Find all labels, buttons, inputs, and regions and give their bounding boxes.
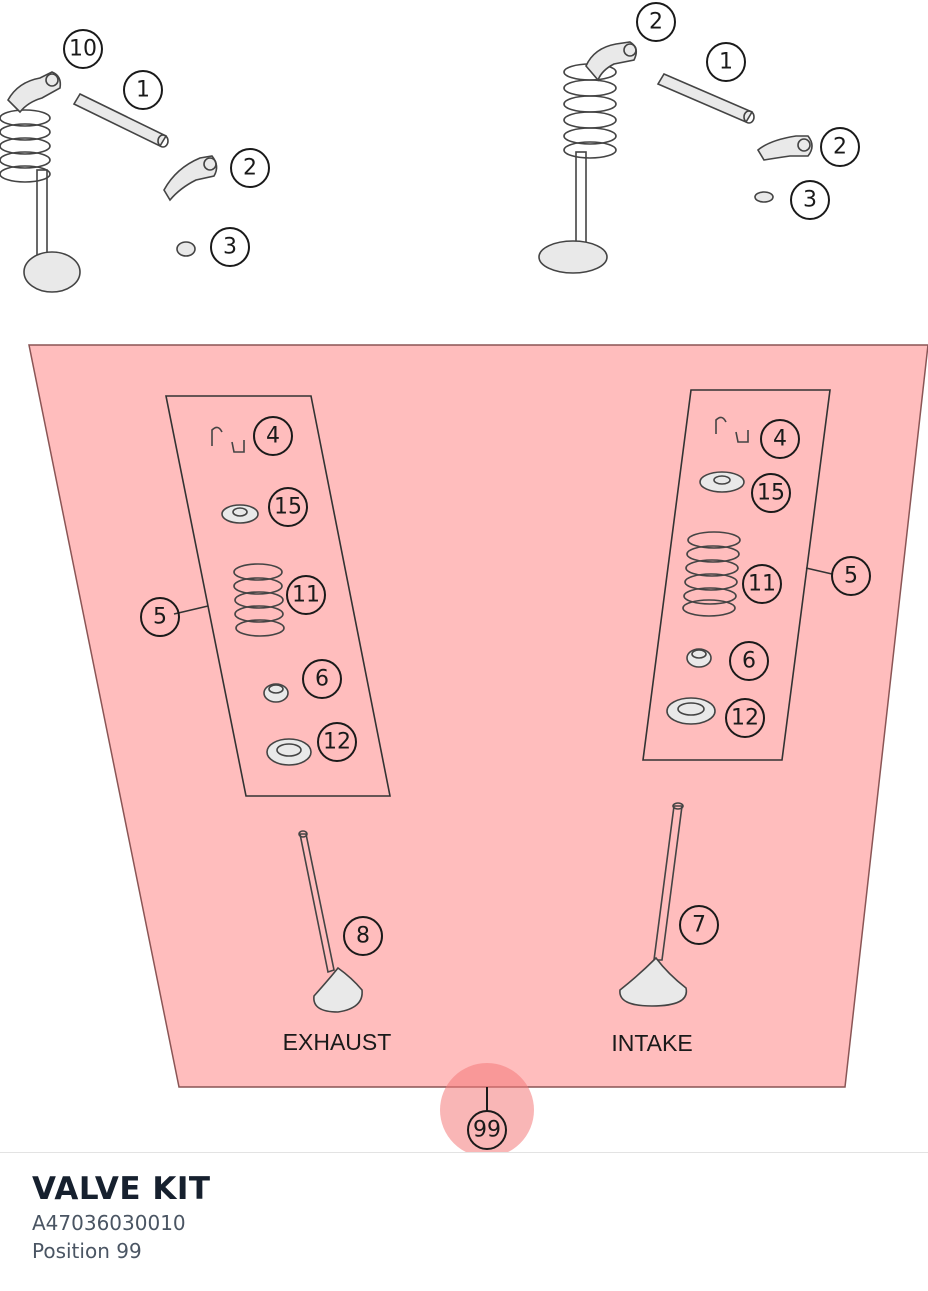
- part-number: A47036030010: [32, 1211, 186, 1235]
- svg-text:5: 5: [844, 564, 858, 589]
- svg-text:8: 8: [356, 924, 370, 949]
- callout-15[interactable]: 15: [751, 473, 791, 513]
- callout-2-top[interactable]: 2: [636, 2, 676, 42]
- parts-diagram: 10 1 2 3 2 1 2 3: [0, 2, 928, 1152]
- valve-kit-highlight[interactable]: [28, 344, 928, 1088]
- svg-text:2: 2: [833, 135, 847, 160]
- svg-text:2: 2: [649, 10, 663, 35]
- svg-text:12: 12: [323, 730, 351, 755]
- svg-text:4: 4: [773, 427, 787, 452]
- callout-1[interactable]: 1: [123, 70, 163, 110]
- callout-2[interactable]: 2: [820, 127, 860, 167]
- callout-8[interactable]: 8: [343, 916, 383, 956]
- callout-3[interactable]: 3: [790, 180, 830, 220]
- exhaust-valve: 8 EXHAUST: [283, 830, 392, 1055]
- callout-11[interactable]: 11: [286, 575, 326, 615]
- callout-10[interactable]: 10: [63, 29, 103, 69]
- position-label: Position 99: [32, 1239, 142, 1263]
- svg-text:3: 3: [803, 188, 817, 213]
- callout-5[interactable]: 5: [831, 556, 871, 596]
- selected-hotspot[interactable]: 99: [440, 1063, 534, 1152]
- part-info-panel: VALVE KIT A47036030010 Position 99: [0, 1152, 928, 1291]
- intake-valve: 7 INTAKE: [611, 802, 719, 1056]
- svg-text:11: 11: [292, 583, 320, 608]
- svg-text:99: 99: [473, 1118, 501, 1143]
- callout-7[interactable]: 7: [679, 905, 719, 945]
- top-right-assembly: 2 1 2 3: [538, 2, 860, 274]
- svg-text:1: 1: [136, 78, 150, 103]
- intake-kit-panel: 4 15 11 5 6 12: [642, 389, 871, 761]
- svg-text:15: 15: [757, 481, 785, 506]
- exhaust-kit-panel: 4 15 11 5 6 12: [140, 395, 391, 797]
- part-title: VALVE KIT: [32, 1171, 211, 1207]
- intake-label: INTAKE: [611, 1030, 692, 1056]
- svg-text:10: 10: [69, 37, 97, 62]
- top-left-assembly: 10 1 2 3: [0, 29, 270, 293]
- callout-12[interactable]: 12: [725, 698, 765, 738]
- svg-text:11: 11: [748, 572, 776, 597]
- callout-15[interactable]: 15: [268, 487, 308, 527]
- callout-4[interactable]: 4: [760, 419, 800, 459]
- svg-text:5: 5: [153, 605, 167, 630]
- callout-12[interactable]: 12: [317, 722, 357, 762]
- callout-5[interactable]: 5: [140, 597, 180, 637]
- svg-text:7: 7: [692, 913, 706, 938]
- callout-2[interactable]: 2: [230, 148, 270, 188]
- callout-1[interactable]: 1: [706, 42, 746, 82]
- svg-text:2: 2: [243, 156, 257, 181]
- svg-text:4: 4: [266, 424, 280, 449]
- callout-3[interactable]: 3: [210, 227, 250, 267]
- svg-text:12: 12: [731, 706, 759, 731]
- callout-11[interactable]: 11: [742, 564, 782, 604]
- svg-text:15: 15: [274, 495, 302, 520]
- exhaust-label: EXHAUST: [283, 1029, 392, 1055]
- svg-text:1: 1: [719, 50, 733, 75]
- callout-6[interactable]: 6: [729, 641, 769, 681]
- svg-text:6: 6: [315, 667, 329, 692]
- callout-6[interactable]: 6: [302, 659, 342, 699]
- svg-text:6: 6: [742, 649, 756, 674]
- callout-99[interactable]: 99: [467, 1110, 507, 1150]
- svg-text:3: 3: [223, 235, 237, 260]
- callout-4[interactable]: 4: [253, 416, 293, 456]
